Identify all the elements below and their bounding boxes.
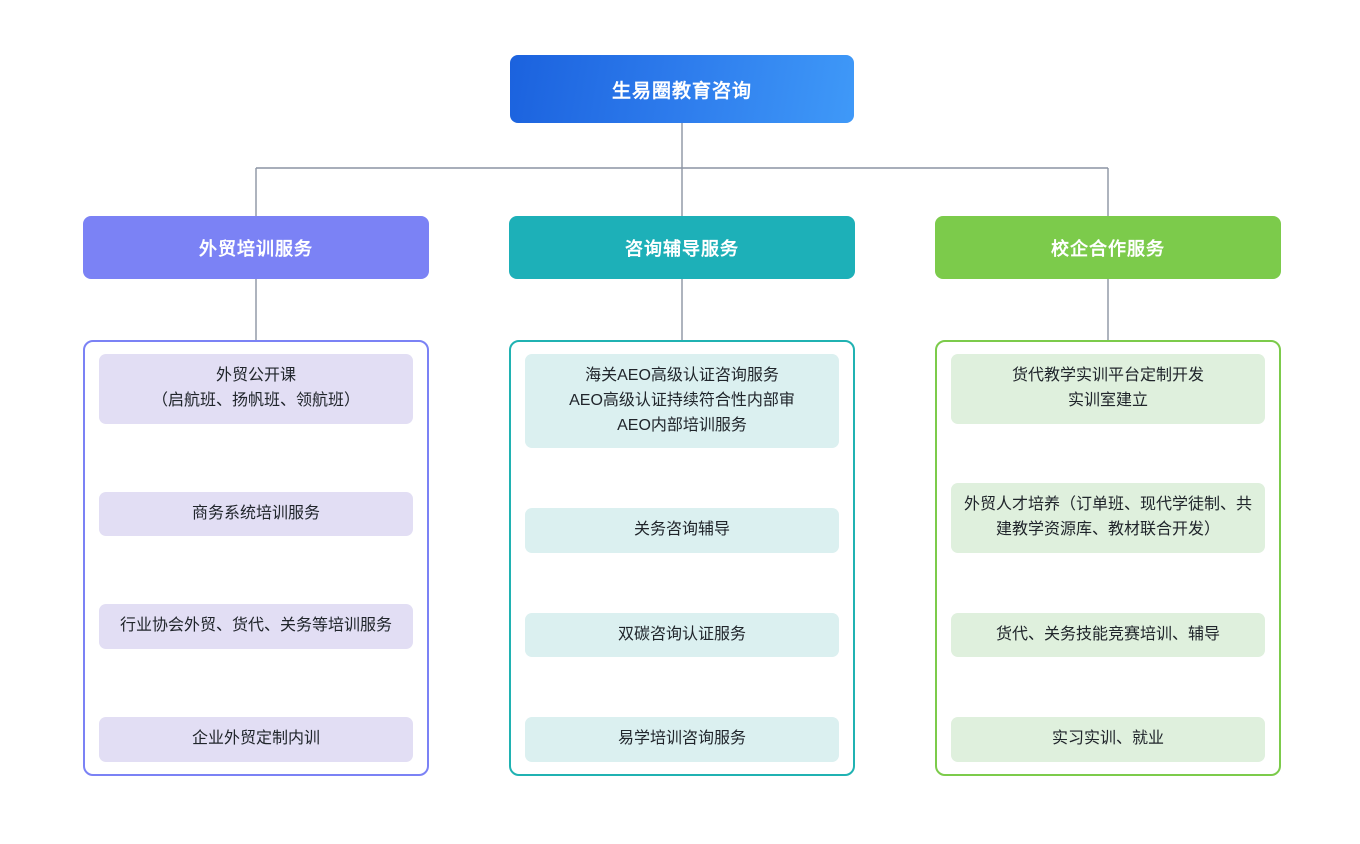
branch-body-0: 外贸公开课 （启航班、扬帆班、领航班） 商务系统培训服务 行业协会外贸、货代、关… [83, 340, 429, 776]
branch-body-1: 海关AEO高级认证咨询服务 AEO高级认证持续符合性内部审 AEO内部培训服务 … [509, 340, 855, 776]
root-node[interactable]: 生易圈教育咨询 [510, 55, 854, 123]
branch-card[interactable]: 货代教学实训平台定制开发 实训室建立 [951, 354, 1265, 424]
branch-column-1: 咨询辅导服务 海关AEO高级认证咨询服务 AEO高级认证持续符合性内部审 AEO… [509, 216, 855, 776]
branch-column-2: 校企合作服务 货代教学实训平台定制开发 实训室建立 外贸人才培养（订单班、现代学… [935, 216, 1281, 776]
branch-card[interactable]: 外贸人才培养（订单班、现代学徒制、共建教学资源库、教材联合开发） [951, 483, 1265, 553]
branch-body-2: 货代教学实训平台定制开发 实训室建立 外贸人才培养（订单班、现代学徒制、共建教学… [935, 340, 1281, 776]
branch-card[interactable]: 关务咨询辅导 [525, 508, 839, 553]
branch-header-0[interactable]: 外贸培训服务 [83, 216, 429, 279]
branch-card[interactable]: 行业协会外贸、货代、关务等培训服务 [99, 604, 413, 650]
branch-card[interactable]: 企业外贸定制内训 [99, 717, 413, 762]
branch-card[interactable]: 易学培训咨询服务 [525, 717, 839, 762]
branch-header-label-0: 外贸培训服务 [199, 238, 313, 259]
branch-card[interactable]: 商务系统培训服务 [99, 491, 413, 537]
branch-column-0: 外贸培训服务 外贸公开课 （启航班、扬帆班、领航班） 商务系统培训服务 行业协会… [83, 216, 429, 776]
branch-header-label-1: 咨询辅导服务 [625, 238, 739, 259]
branch-card[interactable]: 海关AEO高级认证咨询服务 AEO高级认证持续符合性内部审 AEO内部培训服务 [525, 354, 839, 449]
branch-header-label-2: 校企合作服务 [1051, 238, 1165, 259]
branch-card[interactable]: 双碳咨询认证服务 [525, 612, 839, 658]
branch-header-2[interactable]: 校企合作服务 [935, 216, 1281, 279]
branch-card[interactable]: 实习实训、就业 [951, 717, 1265, 762]
branch-header-1[interactable]: 咨询辅导服务 [509, 216, 855, 279]
root-node-label: 生易圈教育咨询 [611, 80, 752, 102]
branch-card[interactable]: 外贸公开课 （启航班、扬帆班、领航班） [99, 354, 413, 424]
branch-card[interactable]: 货代、关务技能竞赛培训、辅导 [951, 612, 1265, 658]
